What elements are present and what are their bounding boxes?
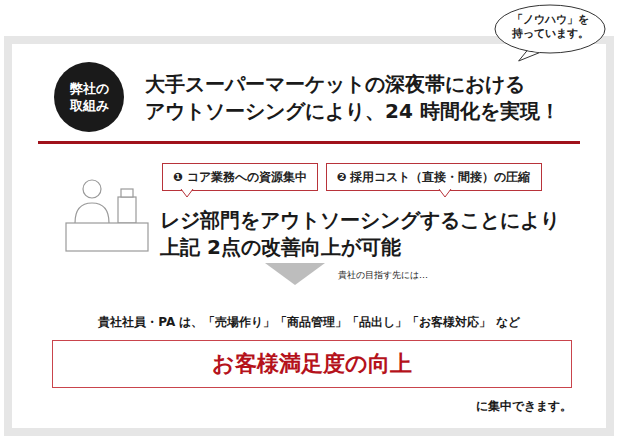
point-box: ❶ コア業務への資源集中 bbox=[162, 163, 318, 191]
divider-line bbox=[38, 141, 580, 144]
box-pointer bbox=[439, 190, 451, 199]
goal-box: お客様満足度の向上 bbox=[52, 340, 572, 388]
main-statement: レジ部門をアウトソーシングすることにより 上記 2点の改善向上が可能 bbox=[160, 207, 590, 261]
badge-circle: 弊社の 取組み bbox=[54, 62, 124, 132]
node-text: 「ノウハウ」を 持っています。 bbox=[508, 13, 592, 41]
heading: 大手スーパーマーケットの深夜帯における アウトソーシングにより、24 時間化を実… bbox=[145, 71, 590, 125]
body-line: 貴社社員・PA は、「売場作り」「商品管理」「品出し」「お客様対応」 など bbox=[98, 314, 519, 330]
bubble-join bbox=[529, 49, 540, 51]
pointer-fill bbox=[439, 189, 451, 197]
node-text: お客様満足度の向上 bbox=[212, 349, 412, 379]
pointer-fill bbox=[181, 189, 193, 197]
speech-bubble: 「ノウハウ」を 持っています。 bbox=[494, 4, 606, 54]
node-text: 弊社の 取組み bbox=[65, 80, 113, 114]
small-note: 貴社の目指す先には… bbox=[338, 269, 428, 281]
bubble-ellipse bbox=[495, 5, 605, 53]
down-triangle bbox=[265, 263, 325, 285]
inner-panel bbox=[12, 44, 606, 428]
outer-frame bbox=[4, 36, 614, 436]
pointer-edge bbox=[439, 189, 451, 197]
pointer-edge bbox=[181, 189, 193, 197]
person-icon bbox=[66, 180, 148, 251]
point-box: ❷ 採用コスト（直接・間接）の圧縮 bbox=[326, 163, 542, 191]
node-text: ❷ 採用コスト（直接・間接）の圧縮 bbox=[337, 170, 531, 184]
closing-note: に集中できます。 bbox=[476, 398, 572, 414]
box-pointer bbox=[181, 190, 193, 199]
node-text: ❶ コア業務への資源集中 bbox=[173, 170, 307, 184]
